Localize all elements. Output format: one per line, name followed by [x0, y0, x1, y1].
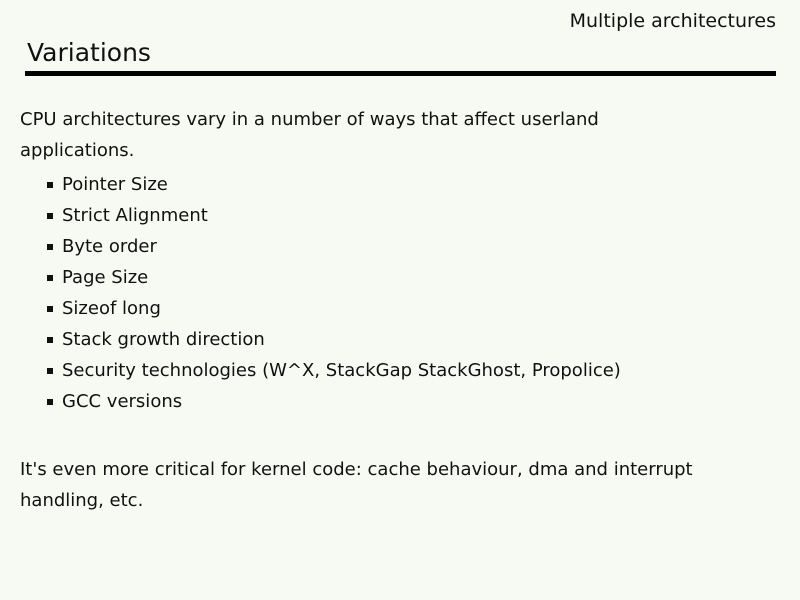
list-item-text: Page Size: [62, 267, 149, 288]
list-item: Pointer Size: [20, 169, 782, 200]
list-item-text: GCC versions: [62, 391, 183, 412]
list-item-text: Byte order: [62, 236, 157, 257]
square-bullet-icon: [47, 213, 53, 219]
intro-paragraph: CPU architectures vary in a number of wa…: [20, 109, 599, 161]
list-item-text: Sizeof long: [62, 298, 161, 319]
list-item: Security technologies (W^X, StackGap Sta…: [20, 355, 782, 386]
square-bullet-icon: [47, 244, 53, 250]
list-item-text: Strict Alignment: [62, 205, 208, 226]
list-item-text: Security technologies (W^X, StackGap Sta…: [62, 360, 621, 381]
square-bullet-icon: [47, 275, 53, 281]
bullet-list: Pointer Size Strict Alignment Byte order…: [20, 169, 782, 417]
outro-paragraph: It's even more critical for kernel code:…: [20, 459, 693, 511]
list-item: Page Size: [20, 262, 782, 293]
list-item: Strict Alignment: [20, 200, 782, 231]
square-bullet-icon: [47, 306, 53, 312]
square-bullet-icon: [47, 337, 53, 343]
square-bullet-icon: [47, 399, 53, 405]
list-item: Sizeof long: [20, 293, 782, 324]
square-bullet-icon: [47, 368, 53, 374]
slide-title: Variations: [27, 38, 151, 67]
title-rule: [25, 71, 776, 76]
list-item: Stack growth direction: [20, 324, 782, 355]
slide-content: CPU architectures vary in a number of wa…: [20, 104, 782, 516]
list-item-text: Pointer Size: [62, 174, 168, 195]
square-bullet-icon: [47, 182, 53, 188]
list-item: GCC versions: [20, 386, 782, 417]
slide-corner-header: Multiple architectures: [569, 10, 776, 32]
list-item: Byte order: [20, 231, 782, 262]
list-item-text: Stack growth direction: [62, 329, 265, 350]
